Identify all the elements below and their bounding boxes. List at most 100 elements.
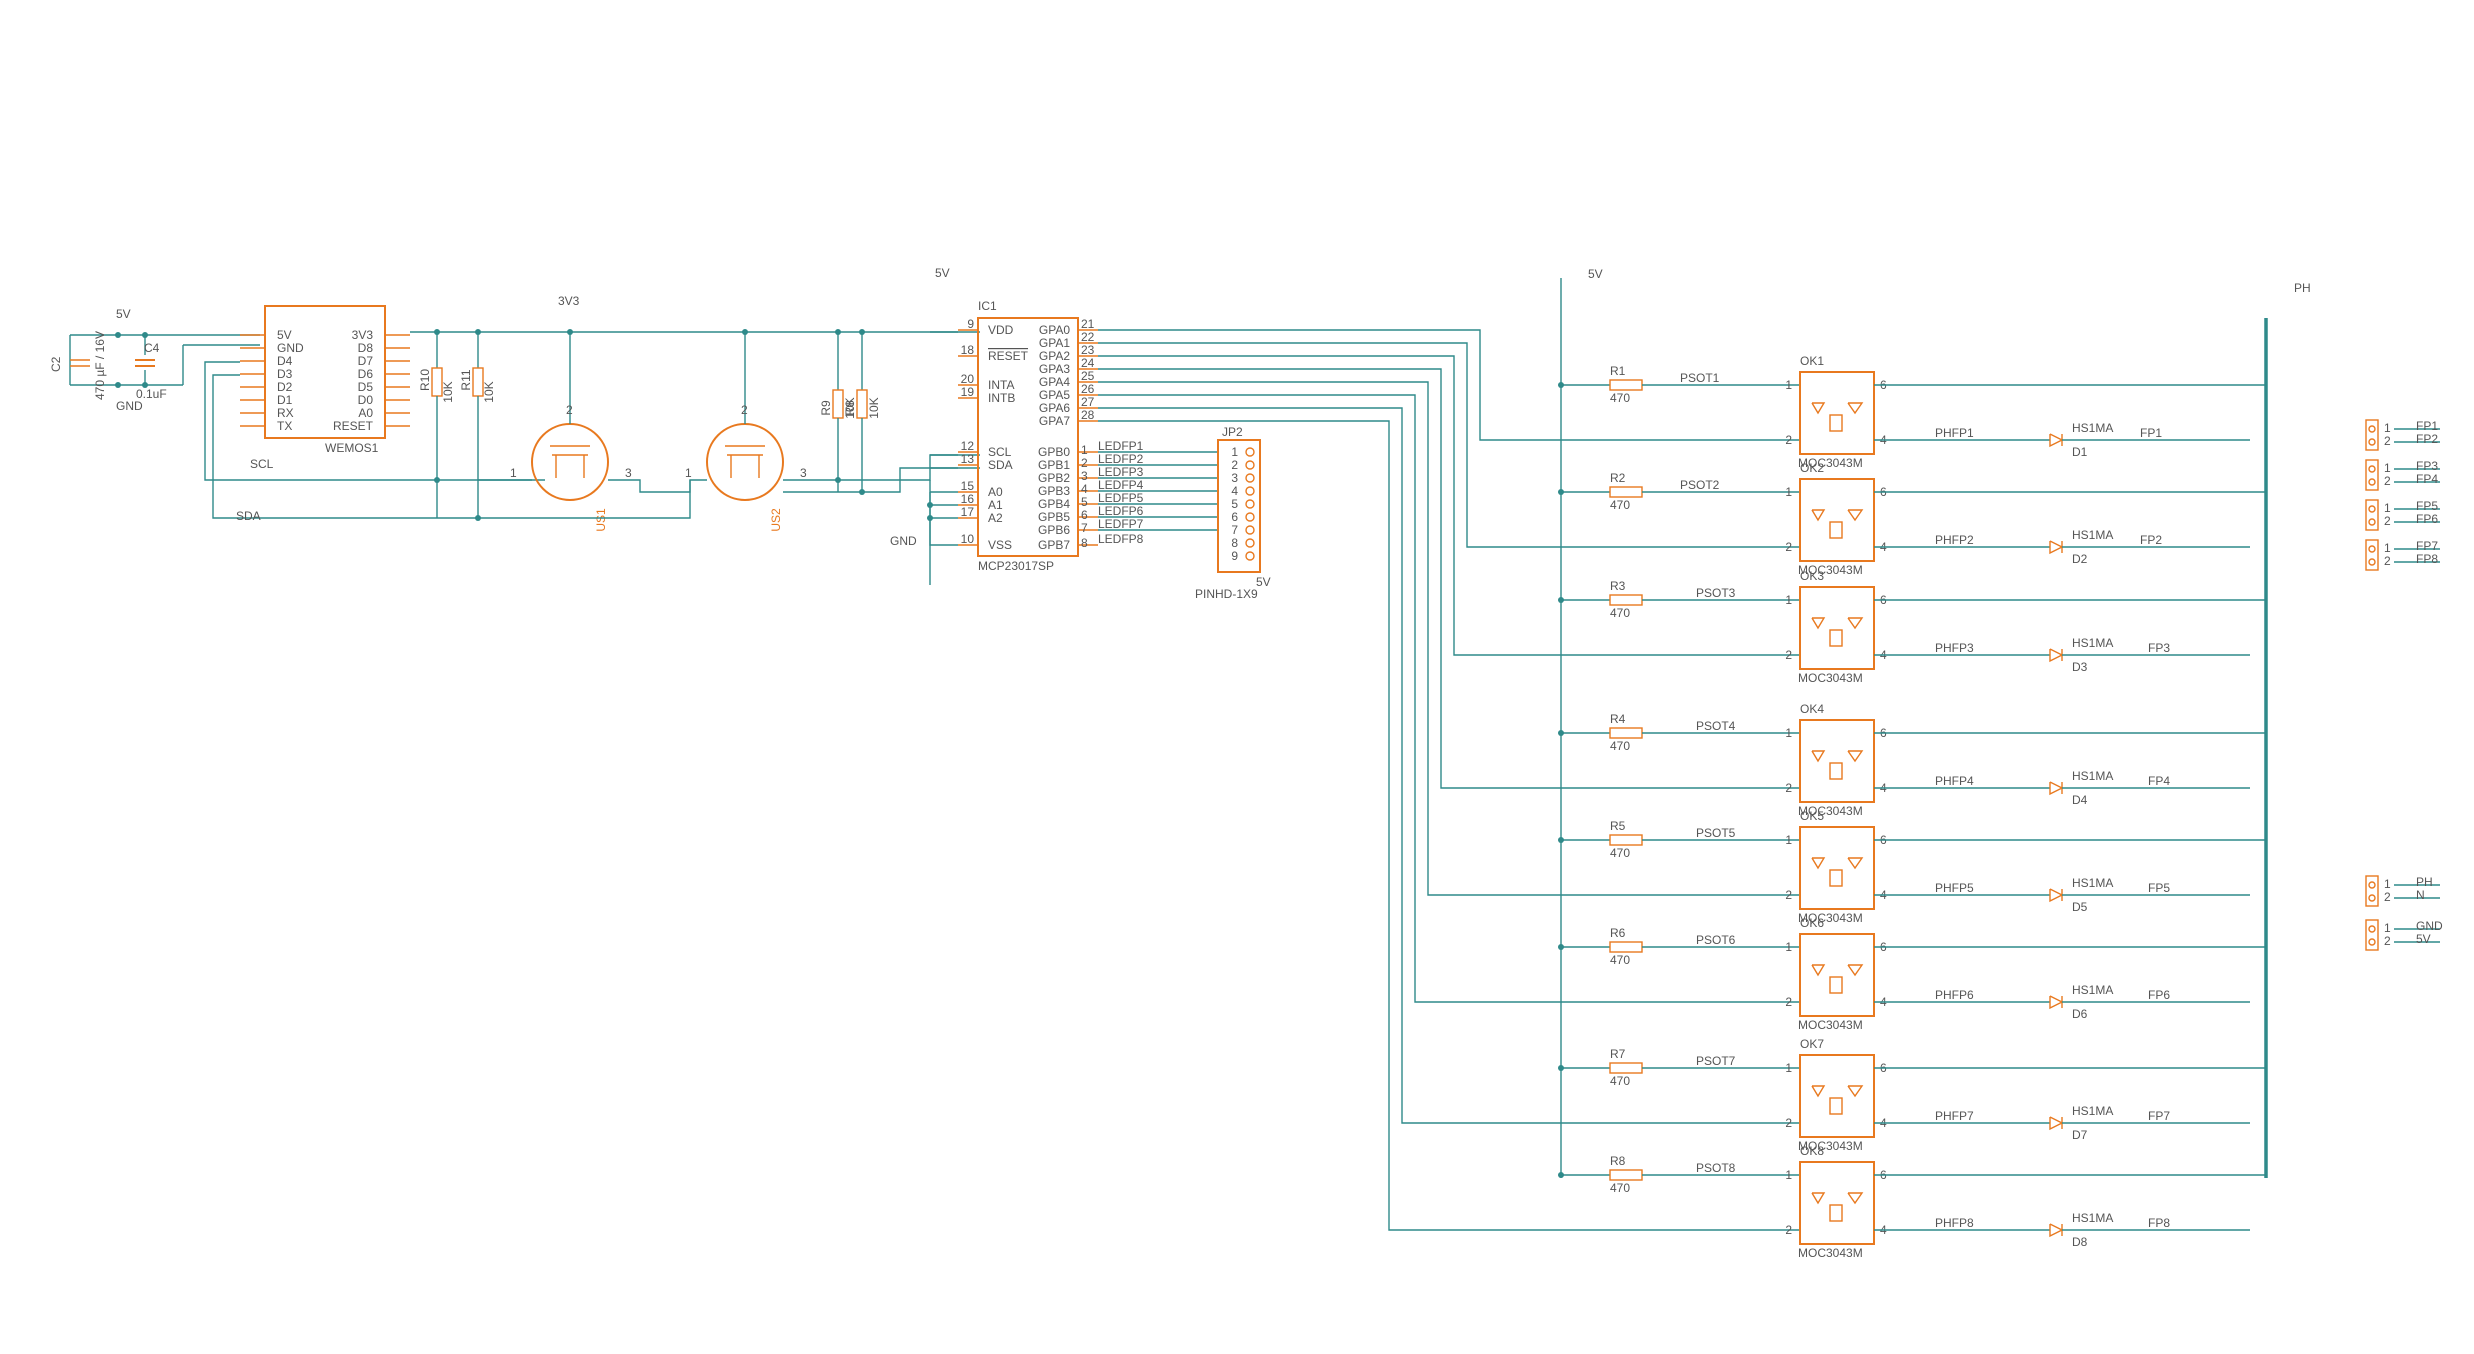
terminal-block bbox=[2365, 539, 2379, 571]
opto-pin1: 1 bbox=[1785, 1168, 1792, 1182]
jp2-pin-socket bbox=[1245, 525, 1255, 535]
optocoupler-name: OK6 bbox=[1800, 916, 1824, 930]
optocoupler-triac-symbol bbox=[1847, 857, 1864, 870]
wire-gpa-to-opto bbox=[1098, 381, 1800, 896]
terminal-block bbox=[2365, 875, 2379, 907]
wire-gpa-to-opto bbox=[1098, 355, 1800, 656]
ic1-gpb-number: 8 bbox=[1081, 536, 1088, 550]
mosfet-pin-label: 2 bbox=[566, 403, 573, 417]
series-resistor-name: R2 bbox=[1610, 471, 1626, 485]
ic1-pin-label: SDA bbox=[988, 458, 1013, 472]
fp-net-label: FP1 bbox=[2140, 426, 2162, 440]
pullup2-resistor-body bbox=[832, 389, 844, 419]
pullup2-res-name: R9 bbox=[819, 400, 833, 416]
ic1-pin-label: SCL bbox=[988, 445, 1012, 459]
terminal-screw bbox=[2368, 425, 2376, 433]
optocoupler-part: MOC3043M bbox=[1798, 1018, 1863, 1032]
mosfet-name: US2 bbox=[769, 508, 783, 532]
ic1-pin-number: 9 bbox=[967, 317, 974, 331]
opto-pin2: 2 bbox=[1785, 781, 1792, 795]
opto-pin2: 2 bbox=[1785, 648, 1792, 662]
junction-dot bbox=[142, 332, 148, 338]
ic1-gpa-label: GPA6 bbox=[1039, 401, 1070, 415]
terminal-pin-number: 2 bbox=[2384, 890, 2391, 904]
diode-body bbox=[2049, 1223, 2064, 1238]
series-resistor-body bbox=[1609, 1062, 1643, 1074]
diode-body bbox=[2049, 888, 2064, 903]
jp2-pin-socket bbox=[1245, 499, 1255, 509]
led-net-label: LEDFP8 bbox=[1098, 532, 1144, 546]
wemos-pin-label: D2 bbox=[277, 380, 293, 394]
opto-pin1: 1 bbox=[1785, 593, 1792, 607]
opto-pin2: 2 bbox=[1785, 433, 1792, 447]
opto-pin2: 2 bbox=[1785, 888, 1792, 902]
wire-gpa-to-opto bbox=[1098, 407, 1800, 1124]
diode-body bbox=[2049, 648, 2064, 663]
optocoupler-name: OK8 bbox=[1800, 1144, 1824, 1158]
wemos-pin-label: GND bbox=[277, 341, 304, 355]
ph-bus-label: PH bbox=[2294, 281, 2311, 295]
optocoupler-body bbox=[1799, 719, 1875, 803]
ic1-gpb-label: GPB0 bbox=[1038, 445, 1070, 459]
ic1-gpb-label: GPB5 bbox=[1038, 510, 1070, 524]
jp2-pin-socket bbox=[1245, 551, 1255, 561]
diode-body bbox=[2049, 995, 2064, 1010]
terminal-pin-number: 1 bbox=[2384, 501, 2391, 515]
ic1-pin-label: VSS bbox=[988, 538, 1012, 552]
ic1-gpa-label: GPA5 bbox=[1039, 388, 1070, 402]
diode-part: HS1MA bbox=[2072, 983, 2113, 997]
optocoupler-triac-symbol bbox=[1847, 1085, 1864, 1098]
terminal-pin-number: 2 bbox=[2384, 554, 2391, 568]
jp2-pin-number: 1 bbox=[1231, 445, 1238, 459]
wire-gpa-to-opto bbox=[1098, 329, 1800, 441]
terminal-net-label: FP6 bbox=[2416, 512, 2438, 526]
optocoupler-body bbox=[1799, 478, 1875, 562]
optocoupler-triac-mark bbox=[1829, 1097, 1843, 1115]
optocoupler-name: OK5 bbox=[1800, 809, 1824, 823]
optocoupler-triac-mark bbox=[1829, 521, 1843, 539]
optocoupler-triac-symbol bbox=[1847, 964, 1864, 977]
phfp-net-label: PHFP8 bbox=[1935, 1216, 1974, 1230]
diode-part: HS1MA bbox=[2072, 769, 2113, 783]
phfp-net-label: PHFP5 bbox=[1935, 881, 1974, 895]
led-net-label: LEDFP7 bbox=[1098, 517, 1144, 531]
optocoupler-part: MOC3043M bbox=[1798, 563, 1863, 577]
wemos-pin-label: A0 bbox=[358, 406, 373, 420]
psot-net-label: PSOT7 bbox=[1696, 1054, 1736, 1068]
fp-net-label: FP7 bbox=[2148, 1109, 2170, 1123]
ic1-pin-number: 15 bbox=[961, 479, 975, 493]
junction-dot bbox=[142, 382, 148, 388]
opto-pin2: 2 bbox=[1785, 995, 1792, 1009]
terminal-pin-number: 1 bbox=[2384, 421, 2391, 435]
mosfet-body bbox=[706, 423, 784, 501]
series-resistor-body bbox=[1609, 1169, 1643, 1181]
wemos-pin-label: D8 bbox=[358, 341, 374, 355]
junction-dot bbox=[835, 329, 841, 335]
optocoupler-led-symbol bbox=[1811, 857, 1826, 870]
terminal-pin-number: 2 bbox=[2384, 514, 2391, 528]
wemos-pin-label: 3V3 bbox=[352, 328, 374, 342]
diode-name: D8 bbox=[2072, 1235, 2088, 1249]
junction-dot bbox=[115, 382, 121, 388]
jp2-pin-socket bbox=[1245, 460, 1255, 470]
jp2-pin-number: 8 bbox=[1231, 536, 1238, 550]
jp2-pin-number: 6 bbox=[1231, 510, 1238, 524]
diode-part: HS1MA bbox=[2072, 1104, 2113, 1118]
ic1-pin-number: 20 bbox=[961, 372, 975, 386]
pullup2-res-value: 10K bbox=[843, 397, 857, 418]
optocoupler-body bbox=[1799, 826, 1875, 910]
diode-name: D3 bbox=[2072, 660, 2088, 674]
wire-sda-link bbox=[478, 480, 691, 519]
opto-pin1: 1 bbox=[1785, 833, 1792, 847]
c2-name: C2 bbox=[49, 356, 63, 372]
terminal-screw bbox=[2368, 545, 2376, 553]
optocoupler-body bbox=[1799, 371, 1875, 455]
terminal-net-label: FP4 bbox=[2416, 472, 2438, 486]
series-resistor-body bbox=[1609, 486, 1643, 498]
diode-part: HS1MA bbox=[2072, 421, 2113, 435]
optocoupler-led-symbol bbox=[1811, 1085, 1826, 1098]
optocoupler-body bbox=[1799, 586, 1875, 670]
psot-net-label: PSOT2 bbox=[1680, 478, 1720, 492]
pullup2-res-name: R8 bbox=[843, 400, 857, 416]
